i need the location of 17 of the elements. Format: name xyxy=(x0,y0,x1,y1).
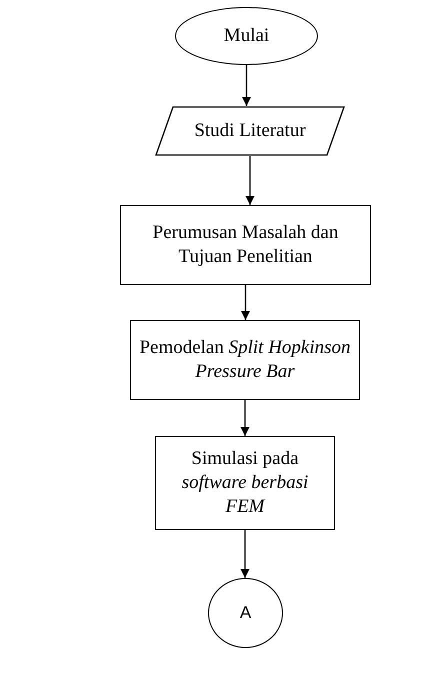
process-box xyxy=(120,205,371,285)
arrow xyxy=(240,530,250,578)
node-label: Simulasi pada software berbasi FEM xyxy=(180,447,310,519)
arrow xyxy=(240,400,250,436)
node-label: Perumusan Masalah dan Tujuan Penelitian xyxy=(152,221,340,269)
node-label: Studi Literatur xyxy=(194,119,306,143)
arrow xyxy=(241,285,250,320)
connector-circle xyxy=(208,578,283,648)
terminator-ellipse xyxy=(175,7,318,65)
arrow xyxy=(242,65,251,106)
process-box xyxy=(155,436,335,530)
input-parallelogram xyxy=(155,106,345,156)
node-label: A xyxy=(240,602,252,624)
arrow xyxy=(246,156,254,205)
node-label: Mulai xyxy=(224,24,270,48)
node-label: Pemodelan Split Hopkinson Pressure Bar xyxy=(138,336,352,384)
process-box xyxy=(130,320,360,400)
